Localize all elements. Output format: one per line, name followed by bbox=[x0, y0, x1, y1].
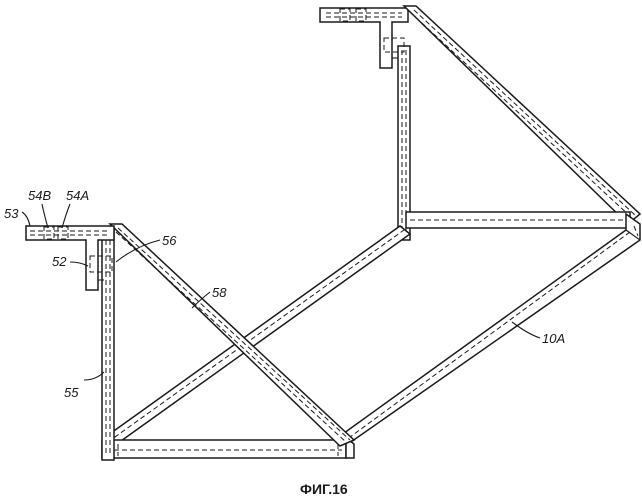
label-10a: 10A bbox=[542, 331, 565, 346]
rear-diagonal-brace bbox=[404, 6, 640, 224]
front-rail bbox=[102, 440, 346, 458]
label-54a: 54A bbox=[66, 188, 89, 203]
label-55: 55 bbox=[64, 385, 79, 400]
figure-caption: ФИГ.16 bbox=[300, 481, 348, 497]
leader-54b bbox=[42, 204, 48, 228]
leader-10a bbox=[512, 322, 540, 338]
label-56: 56 bbox=[162, 233, 177, 248]
label-53: 53 bbox=[4, 206, 19, 221]
front-support-assembly bbox=[26, 224, 354, 460]
rear-vertical-post bbox=[398, 46, 410, 240]
leader-53 bbox=[22, 212, 30, 226]
leader-54a bbox=[62, 204, 70, 228]
rear-support-assembly bbox=[320, 6, 640, 240]
label-52: 52 bbox=[52, 254, 67, 269]
leader-55 bbox=[84, 372, 104, 380]
label-54b: 54B bbox=[28, 188, 51, 203]
label-58: 58 bbox=[212, 285, 227, 300]
